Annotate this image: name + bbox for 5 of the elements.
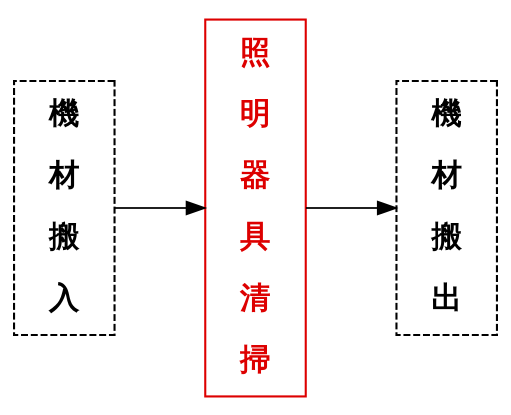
- node-box: 機材搬出: [395, 79, 498, 336]
- node-box: 照明器具清掃: [204, 18, 307, 397]
- node-box: 機材搬入: [13, 79, 116, 336]
- arrow: [306, 200, 398, 216]
- arrow: [114, 200, 208, 216]
